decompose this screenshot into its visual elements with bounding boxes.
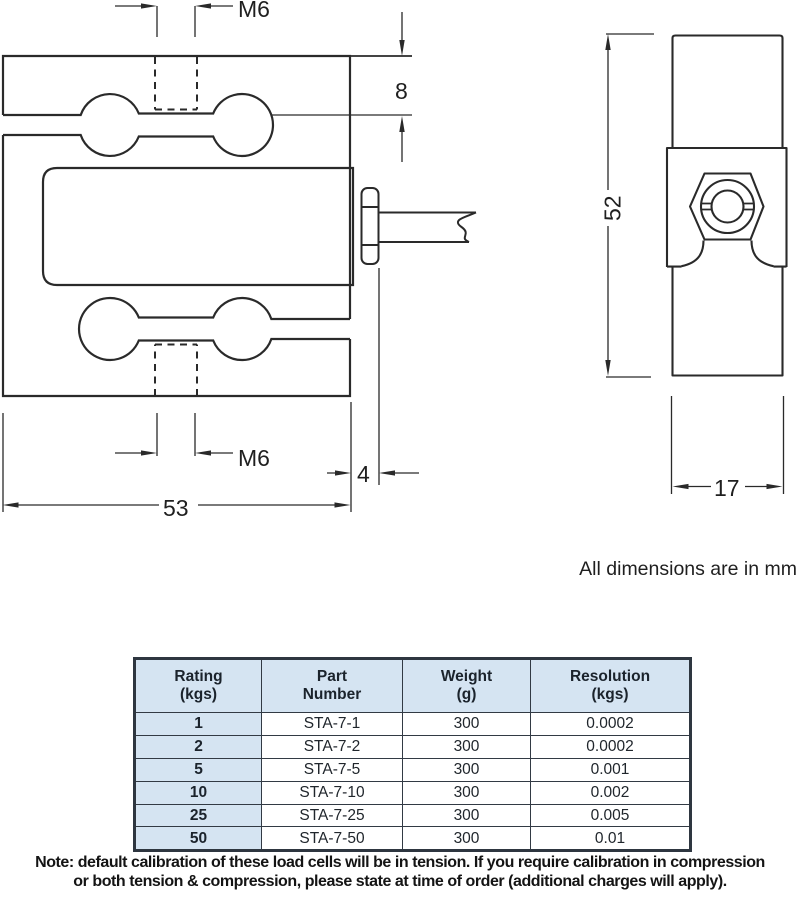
dim-label-8: 8 — [395, 78, 408, 104]
front-view-dimensions — [2, 5, 419, 512]
table-cell: 300 — [402, 757, 531, 782]
side-view-labels: 52 17 — [600, 195, 740, 501]
side-top-column — [671, 34, 784, 148]
table-cell: 0.001 — [530, 757, 691, 782]
calibration-note-line-2: or both tension & compression, please st… — [73, 873, 727, 890]
table-cell: 25 — [134, 803, 262, 828]
table-cell: 5 — [134, 757, 262, 782]
dim-label-m6-bottom: M6 — [238, 445, 270, 471]
side-view-arrowheads — [605, 34, 783, 490]
column-header: Rating (kgs) — [134, 658, 262, 713]
side-view-dimensions — [606, 33, 785, 494]
m6-hole-bottom — [154, 343, 198, 396]
column-header: Resolution (kgs) — [530, 658, 691, 713]
technical-drawing: M6 8 M6 4 53 — [1, 0, 797, 580]
front-view-arrowheads — [2, 3, 405, 508]
table-cell: 50 — [134, 826, 262, 852]
table-cell: STA-7-1 — [261, 712, 403, 736]
front-view-labels: M6 8 M6 4 53 — [163, 0, 408, 521]
table-cell: 300 — [402, 712, 531, 736]
dim-label-17: 17 — [714, 475, 740, 501]
table-cell: STA-7-2 — [261, 734, 403, 759]
table-cell: 0.005 — [530, 803, 691, 828]
side-hex-nut — [688, 172, 765, 241]
front-view — [1, 54, 477, 398]
column-header: Weight (g) — [402, 658, 531, 713]
table-cell: 10 — [134, 780, 262, 805]
table-cell: 0.0002 — [530, 734, 691, 759]
table-cell: 2 — [134, 734, 262, 759]
table-cell: 300 — [402, 780, 531, 805]
table-cell: STA-7-25 — [261, 803, 403, 828]
side-rod-slot-lines — [701, 202, 754, 211]
dim-label-52: 52 — [600, 195, 626, 221]
table-cell: STA-7-10 — [261, 780, 403, 805]
side-bell-fillets — [681, 240, 774, 268]
table-cell: 1 — [134, 712, 262, 736]
front-upper-cutout — [3, 92, 275, 158]
table-cell: 300 — [402, 734, 531, 759]
dim-label-53: 53 — [163, 495, 189, 521]
table-cell: 300 — [402, 803, 531, 828]
table-cell: 0.01 — [530, 826, 691, 852]
side-rod-outer-circle — [699, 178, 756, 235]
calibration-note-line-1: Note: default calibration of these load … — [35, 854, 765, 871]
dim-label-4: 4 — [357, 461, 370, 487]
units-note: All dimensions are in mm — [579, 558, 797, 580]
table-cell: STA-7-5 — [261, 757, 403, 782]
side-rod-inner-circle — [710, 189, 745, 224]
table-cell: STA-7-50 — [261, 826, 403, 852]
side-bottom-column — [671, 267, 784, 377]
front-body-outline-lower — [1, 135, 352, 398]
table-cell: 0.002 — [530, 780, 691, 805]
side-middle-block — [665, 146, 788, 268]
table-cell: 300 — [402, 826, 531, 852]
m6-hole-top — [154, 57, 198, 111]
front-body-outline-upper — [1, 54, 352, 319]
side-view — [665, 34, 788, 377]
table-cell: 0.0002 — [530, 712, 691, 736]
column-header: Part Number — [261, 658, 403, 713]
dim-label-m6-top: M6 — [238, 0, 270, 22]
calibration-note: Note: default calibration of these load … — [0, 853, 800, 891]
front-lower-cutout — [77, 296, 350, 362]
cable — [378, 211, 477, 243]
cable-gland — [360, 187, 380, 265]
front-center-block — [41, 166, 355, 287]
